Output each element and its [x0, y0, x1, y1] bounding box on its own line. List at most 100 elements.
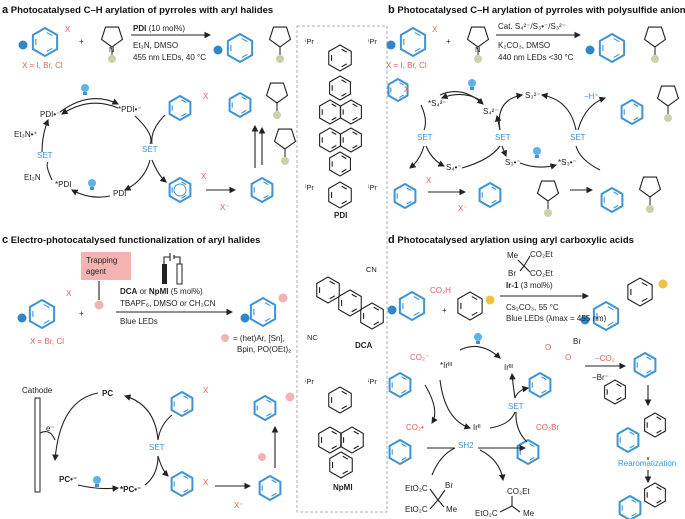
cycle-arrow [52, 392, 99, 462]
carboxyl-radical-ring [388, 438, 412, 466]
aryl-halide-ring-double-bond [43, 319, 50, 324]
product-aryl-ring [226, 32, 254, 64]
light-bulb-icon [81, 84, 89, 92]
set-arrow [157, 414, 172, 476]
aryl-radical-anion-ring-double-bond [406, 200, 412, 205]
isopropyl-label: ⁱPr [368, 183, 377, 192]
carboxylate-radical-ring-double-bond [541, 376, 547, 381]
n-substituent-dot [651, 55, 659, 63]
conditions-light: 440 nm LEDs <30 °C [498, 53, 574, 62]
aryl-radical-ring [478, 181, 502, 209]
dca-ring-double-bond [329, 295, 336, 300]
set-label: SET [570, 133, 586, 142]
aryl-halide-ring-double-bond [181, 99, 187, 104]
cycle-arrow [71, 189, 111, 198]
excited-trisulfide-radical-anion: *S₃•⁻ [558, 158, 577, 167]
n-substituent-dot [276, 55, 284, 63]
halide-anion: X⁻ [234, 501, 244, 510]
product-aryl-ring [600, 186, 624, 214]
product-pyrrole-ring [268, 26, 292, 48]
aryl-radical-ring-double-bond [646, 356, 652, 361]
product-aryl-ring-double-bond [241, 109, 247, 114]
trap-definition: = (het)Ar, [Sn], [233, 334, 285, 343]
product-aryl-ring [598, 32, 626, 64]
npmi-naphthalene-ring [340, 426, 364, 454]
conditions-reagents: K₂CO₃, DMSO [498, 41, 550, 50]
substituent-dot [240, 313, 250, 323]
product-aryl-ring [228, 91, 252, 119]
substituent-dot [213, 45, 223, 55]
product-aryl-ring-double-bond [633, 116, 639, 121]
aryl-radical-ring-double-bond [491, 186, 497, 191]
excited-tetrasulfide: *S₄²⁻ [428, 99, 447, 108]
substituent-dot [17, 313, 27, 323]
aryl-halide-ring [170, 390, 194, 418]
benzoic-acid-ring-double-bond [413, 311, 420, 316]
set-label: SET [495, 133, 511, 142]
panel-b-title: b Photocatalysed C–H arylation of pyrrol… [388, 4, 685, 16]
isopropyl-label: ⁱPr [305, 37, 314, 46]
phenyl-ring-double-bond [629, 431, 635, 436]
pdi-aryl-ring-double-bond [341, 63, 348, 68]
sh2-label: SH2 [458, 441, 474, 450]
carboxylate-radical-ring-double-bond [541, 389, 547, 394]
excitation-arrow [77, 484, 120, 492]
carboxylate-ring [388, 371, 412, 399]
cyano-label: NC [307, 333, 318, 342]
halide-label: X [201, 172, 207, 181]
perylene-ring-double-bond [331, 131, 337, 136]
product-aryl-ring-double-bond [266, 399, 272, 404]
biphenyl-ring [618, 494, 642, 519]
pyrrole-ring [466, 26, 490, 48]
perylene-ring-double-bond [352, 103, 358, 108]
isopropyl-label: ⁱPr [368, 377, 377, 386]
pyrrole-ring [536, 180, 560, 202]
pdi-imide-ring-double-bond [341, 79, 347, 84]
benzene-ring-double-bond [616, 396, 622, 401]
dca-ring [316, 276, 340, 304]
trap-group-dot [258, 453, 266, 461]
npmi-naphthalene-ring [318, 426, 342, 454]
aryl-radical-anion-ring-double-bond [183, 475, 189, 480]
dca-ring [338, 289, 362, 317]
deprotonation-arrow [577, 96, 607, 131]
dca-ring-double-bond [373, 306, 380, 311]
light-bulb-icon [533, 147, 541, 155]
trisulfide-dianion: S₃²⁻ [525, 91, 540, 100]
phenyl-ring-double-bond [629, 444, 635, 449]
biphenyl-ring-double-bond [631, 499, 637, 504]
panel-c: c Electro-photocatalysed functionalizati… [2, 234, 291, 510]
aryl-halide-ring [31, 26, 59, 58]
electron-arrow [39, 431, 56, 441]
product-aryl-ring [253, 394, 277, 422]
acyl-hypobromite-label: CO₂Br [536, 423, 559, 432]
substituent-dot [580, 315, 590, 325]
iridium-iv: Irᴵᴵᴵ [504, 363, 513, 372]
plus-sign: + [442, 306, 447, 315]
panel-a-title: a Photocatalysed C–H arylation of pyrrol… [2, 4, 273, 16]
set-label: SET [37, 151, 53, 160]
pdi-imide-ring-double-bond [341, 168, 347, 173]
malonate-label: Me [446, 505, 458, 514]
product-aryl-ring-double-bond [607, 321, 614, 326]
aryl-radical-ring [633, 351, 657, 379]
product-aryl-ring-double-bond [264, 317, 271, 322]
nitrogen-label: N [109, 45, 114, 54]
pdi-aryl-ring [328, 181, 352, 209]
malonate-bonds [429, 488, 446, 510]
light-bulb-icon-base [535, 155, 539, 158]
carboxylic-acid-label: CO₂H [430, 286, 451, 295]
npmi-aryl-ring-double-bond [341, 405, 348, 410]
carboxyl-radical-ring-double-bond [401, 443, 407, 448]
npmi-label: NpMI [333, 483, 353, 492]
aryl-radical-ring-double-bond [271, 492, 277, 497]
excited-iridium-iii: *Irᴵᴵᴵ [440, 361, 452, 370]
npmi-naphthalene-ring [329, 451, 353, 479]
trap-definition: Bpin, PO(OEt)₂ [237, 345, 291, 354]
svg-text:DCA or NpMI (5 mol%): DCA or NpMI (5 mol%) [120, 287, 203, 296]
dca-ring-double-bond [373, 321, 380, 326]
aryl-halide-ring-double-bond [181, 112, 187, 117]
benzoic-acid-ring [398, 290, 426, 322]
electrolysis-cell-icon [162, 253, 183, 285]
malonate-label: EtO₂C [405, 505, 428, 514]
